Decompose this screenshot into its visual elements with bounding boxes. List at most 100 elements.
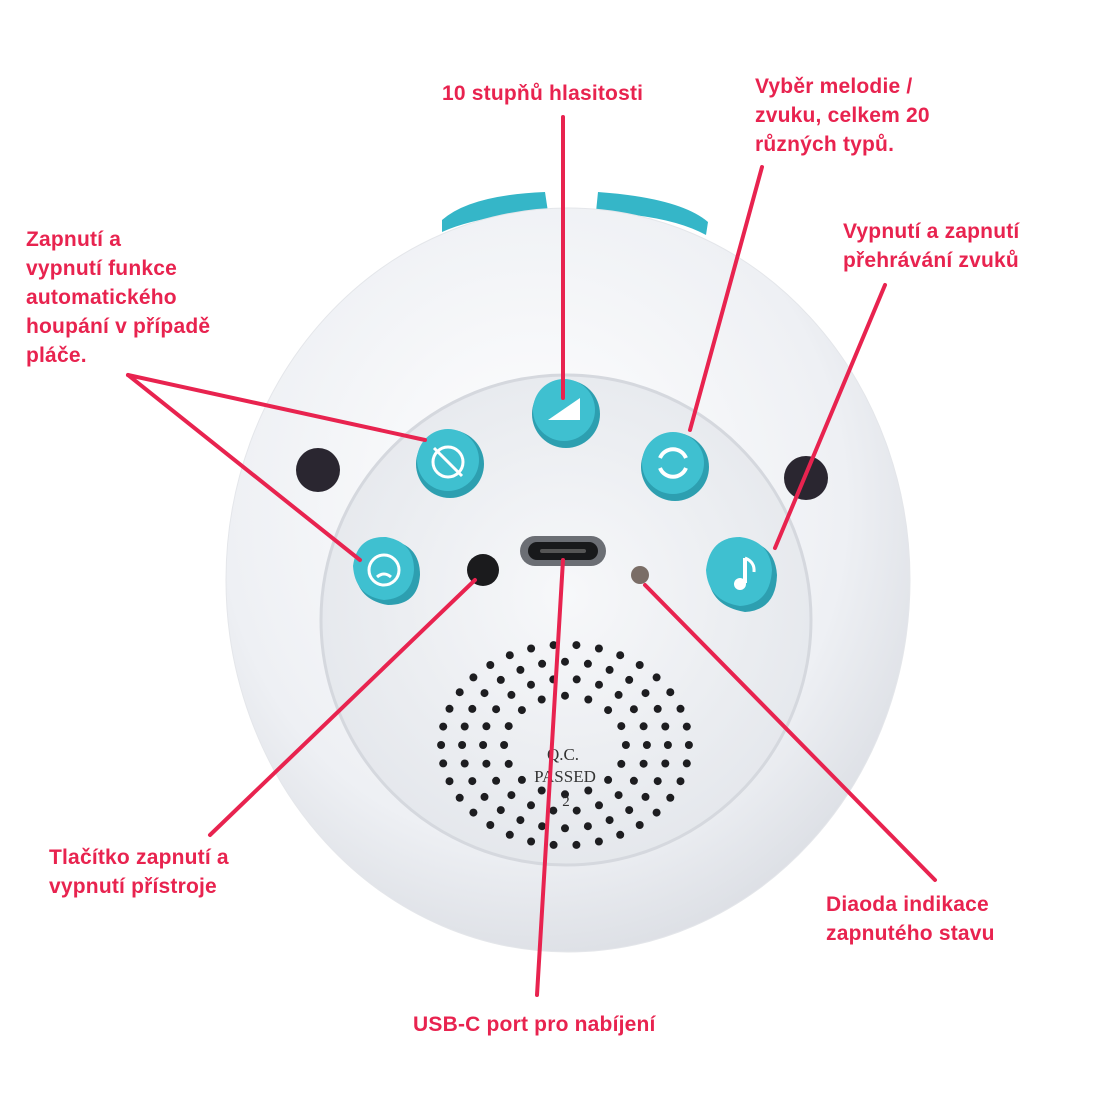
speaker-hole [635,661,644,669]
speaker-hole [616,651,625,660]
speaker-hole [682,759,691,768]
speaker-hole [445,777,454,786]
speaker-hole [605,816,614,825]
speaker-hole [666,793,675,802]
status-led [631,566,649,584]
speaker-hole [439,722,448,731]
speaker-hole [517,775,526,784]
speaker-hole [527,644,536,653]
label-usb: USB-C port pro nabíjení [413,1013,656,1036]
speaker-hole [538,659,547,668]
leader-line-melody [688,165,764,432]
speaker-hole [584,786,593,795]
speaker-hole [507,690,516,699]
top-button-right [596,192,708,235]
speaker-hole [661,759,670,768]
cry-rocking-button[interactable] [353,536,420,605]
qc-line-2: PASSED [534,767,596,786]
speaker-hole [504,759,513,768]
speaker-hole [455,793,464,802]
speaker-hole [561,657,569,666]
volume-ramp-icon [548,398,580,420]
speaker-hole [527,837,536,846]
speaker-hole [460,722,469,731]
volume-button[interactable] [532,379,600,448]
speaker-hole [641,792,650,801]
speaker-hole [629,705,638,714]
speaker-grille [437,641,693,849]
speaker-hole [492,776,501,785]
speaker-hole [676,704,685,713]
speaker-hole [496,806,505,815]
leader-line-usb [535,558,565,997]
speaker-hole [537,695,546,704]
speaker-hole [527,801,535,810]
cry-detect-button[interactable] [416,429,484,498]
leader-line-cry-2 [126,373,362,562]
speaker-hole [614,791,623,800]
speaker-hole [639,722,648,731]
melody-select-button[interactable] [641,432,709,501]
speaker-hole [537,786,546,795]
speaker-hole [676,777,685,786]
speaker-hole [500,741,509,749]
leader-line-playback [773,283,887,550]
speaker-hole [517,706,526,715]
speaker-hole [469,673,478,682]
label-power: Tlačítko zapnutí a vypnutí přístroje [49,846,229,898]
speaker-hole [572,641,581,650]
qc-line-1: Q.C. [547,745,579,764]
speaker-hole [561,790,569,799]
cycle-arrows-icon [658,447,688,479]
speaker-hole [549,641,558,650]
speaker-hole [572,806,581,815]
speaker-hole [561,824,569,833]
speaker-hole [663,741,672,749]
speaker-hole [468,704,477,713]
speaker-hole [480,689,489,698]
qc-line-3: 2 [562,794,570,810]
speaker-hole [516,665,525,674]
speaker-hole [652,808,661,817]
speaker-hole [572,675,581,684]
speaker-hole [469,808,478,817]
speaker-hole [505,651,514,660]
speaker-hole [504,722,513,731]
speaker-hole [595,801,603,810]
label-volume: 10 stupňů hlasitosti [442,82,644,105]
speaker-hole [682,722,691,731]
speaker-hole [458,741,467,749]
speaker-hole [437,741,446,749]
label-led: Diaoda indikace zapnutého stavu [826,893,995,945]
speaker-hole [480,792,489,801]
speaker-hole [604,706,613,715]
speaker-hole [621,741,630,749]
speaker-hole [538,822,547,831]
speaker-hole [482,759,491,768]
speaker-hole [629,776,638,785]
speaker-hole [583,822,592,831]
label-playback: Vypnutí a zapnutí přehrávání zvuků [843,220,1020,272]
speaker-hole [479,741,488,749]
speaker-hole [641,689,650,698]
speaker-hole [455,688,464,697]
speaker-hole [516,816,525,825]
speaker-hole [642,741,651,749]
speaker-hole [445,704,454,713]
speaker-hole [617,722,626,731]
speaker-hole [616,830,625,839]
speaker-hole [468,777,477,786]
speaker-hole [549,840,558,849]
speaker-hole [605,665,614,674]
speaker-hole [614,690,623,699]
speaker-hole [496,675,505,684]
speaker-hole [604,775,613,784]
speaker-hole [594,837,603,846]
speaker-hole [653,704,662,713]
speaker-hole [617,759,626,768]
speaker-hole [486,821,495,829]
label-cry-rocking: Zapnutí a vypnutí funkce automatického h… [26,228,211,367]
play-toggle-button[interactable] [706,537,777,612]
speaker-hole [684,741,693,749]
